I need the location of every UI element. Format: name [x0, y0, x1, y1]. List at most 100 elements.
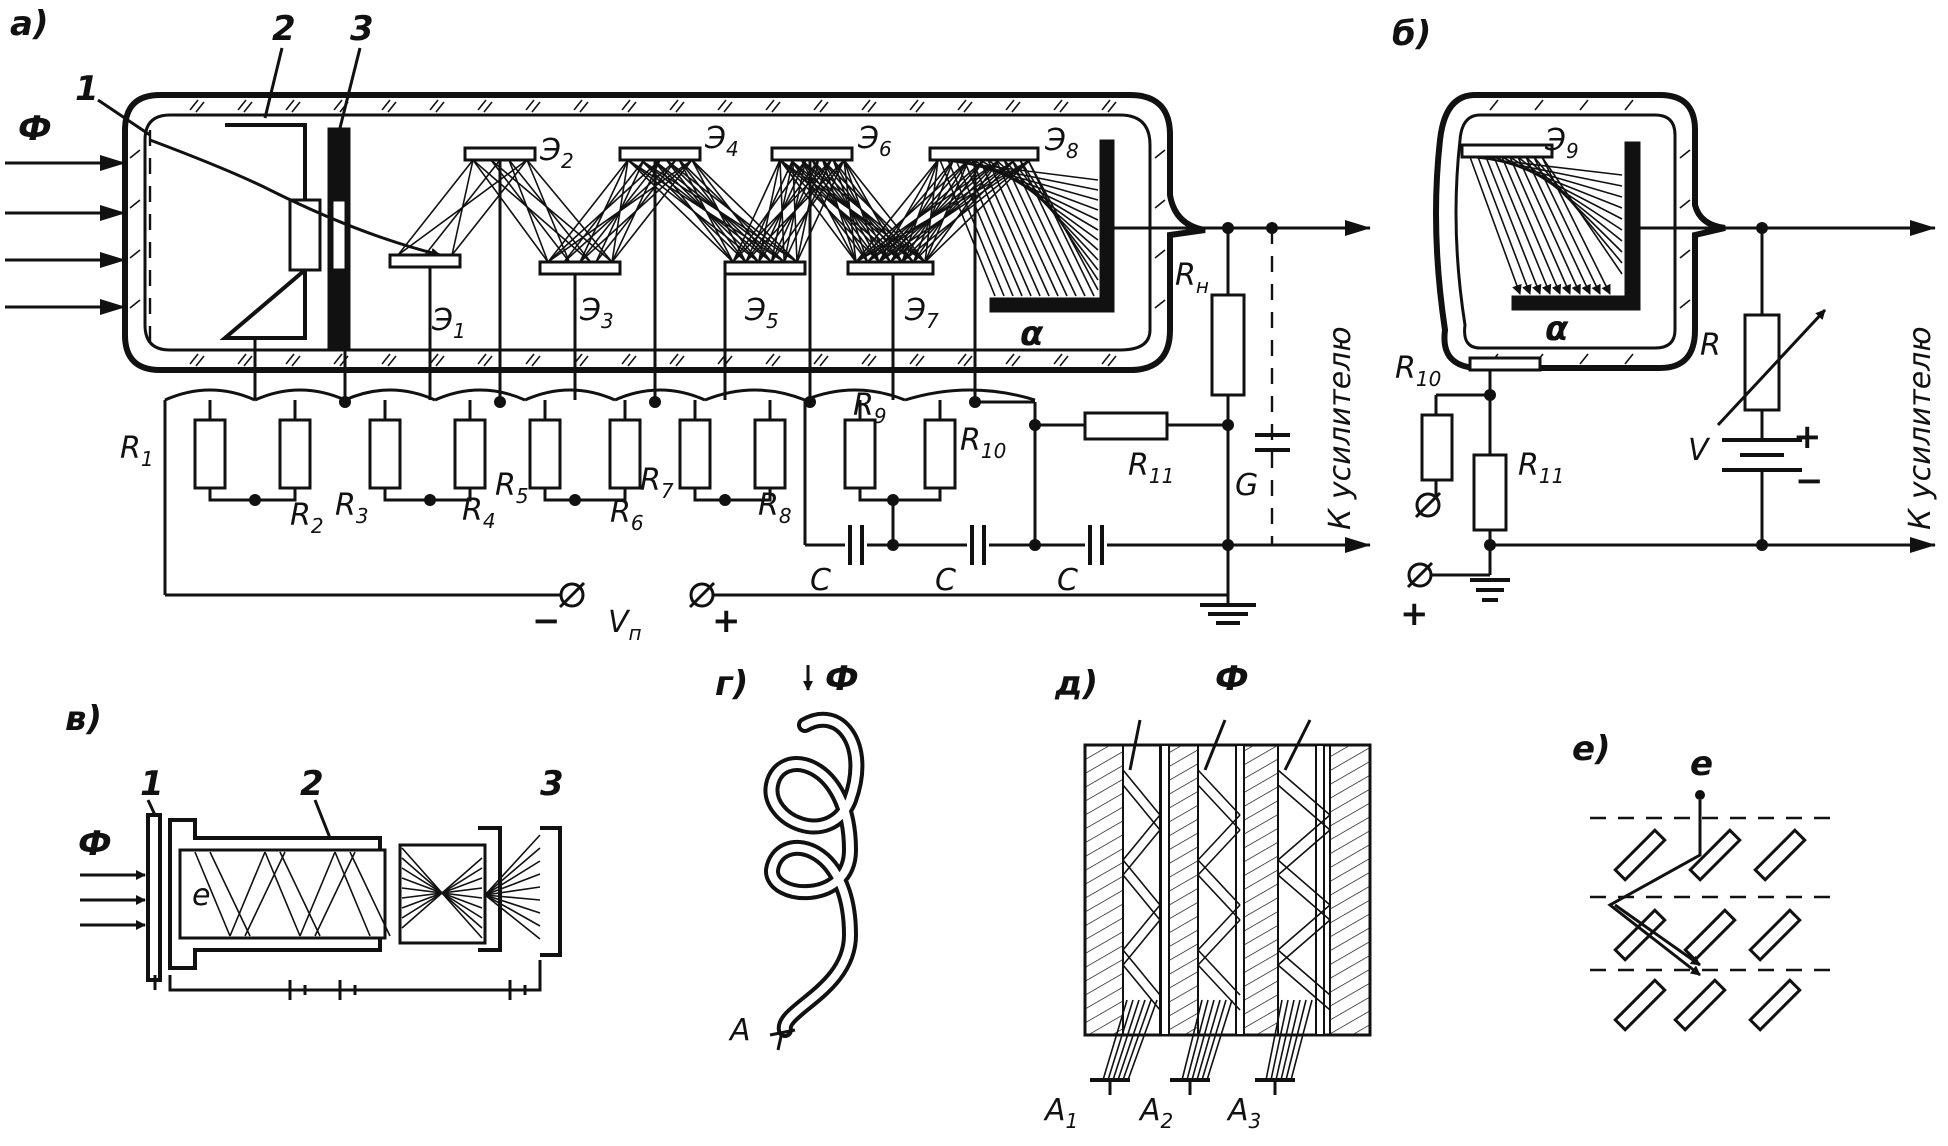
dynode-9	[1460, 143, 1554, 159]
panel-v: в) Ф 1 2 3 e	[65, 699, 564, 1000]
dynode-6	[770, 146, 854, 162]
resistor-3	[368, 418, 402, 490]
dynode-slat	[1683, 908, 1737, 962]
anode-label-d3: A3	[1226, 1093, 1261, 1133]
load-resistor-label: Rн	[1175, 258, 1209, 298]
v-minus-b: −	[1795, 461, 1824, 501]
dynode-slat	[1613, 828, 1667, 882]
supply-label: Vп	[608, 605, 642, 645]
panel-a-label: а)	[10, 4, 48, 44]
resistor-chain	[193, 396, 1037, 506]
component-2-label: 2	[272, 9, 296, 49]
capacitor-row: C C C	[803, 400, 1228, 598]
load-resistor	[1210, 293, 1246, 397]
n3-label-v: 3	[540, 764, 564, 804]
envelope-hatching	[129, 99, 1166, 367]
panel-b: б) Э9 α R V + − К усилителю R10	[1392, 14, 1938, 634]
panel-g-label: г)	[715, 664, 748, 704]
dynode-8	[928, 146, 1040, 162]
dynode-1	[388, 253, 462, 269]
electron-trajectory-a	[149, 138, 441, 258]
plate-stack	[1083, 743, 1372, 1037]
resistor-1	[193, 418, 227, 490]
r2-label: R2	[290, 498, 324, 538]
n1-label-v: 1	[140, 764, 164, 804]
dynode-slat	[1753, 828, 1807, 882]
variable-resistor	[1743, 313, 1781, 412]
r7-label: R7	[640, 463, 674, 503]
dynode-3	[538, 260, 622, 276]
r11-resistor	[1083, 411, 1169, 441]
electron-label-v: e	[192, 878, 210, 913]
panel-d-label: д)	[1054, 664, 1098, 704]
supply-minus: −	[532, 601, 561, 641]
anode-label-d1: A1	[1043, 1093, 1078, 1133]
anode-label-d2: A2	[1138, 1093, 1173, 1133]
dynode-slat	[1688, 828, 1742, 882]
r11-label-b: R11	[1518, 448, 1564, 488]
dynode-rays	[397, 159, 1099, 297]
anode-b	[1511, 141, 1641, 311]
v-plus-b: +	[1793, 417, 1822, 457]
dynode-slat	[1673, 978, 1727, 1032]
light-arrows-a	[5, 155, 126, 315]
resistor-labels: R1 R2 R3 R4 R5 R6 R7 R8 R9 R10 R11	[120, 388, 1174, 538]
dynode-2	[463, 146, 537, 162]
r5-label: R5	[495, 468, 529, 508]
dynode-4	[618, 146, 702, 162]
resistor-4	[453, 418, 487, 490]
resistor-8	[753, 418, 787, 490]
dynode-9-label: Э9	[1544, 123, 1579, 163]
dynode-leads	[164, 160, 1036, 402]
dynode-slat	[1613, 978, 1667, 1032]
r10-label-b: R10	[1395, 351, 1441, 391]
r-label-b: R	[1700, 328, 1721, 363]
component-3-label: 3	[350, 9, 374, 49]
cap-label-1: C	[810, 563, 831, 598]
r4-label: R4	[462, 493, 496, 533]
dynode-slat	[1613, 908, 1667, 962]
n2-label-v: 2	[300, 764, 324, 804]
anode-label-a: α	[1020, 314, 1044, 354]
focusing-electrode	[219, 123, 307, 340]
r11-label: R11	[1128, 448, 1174, 488]
panel-a: а) Ф 1 2 3 Э1 Э2	[5, 4, 1371, 645]
flux-label-v: Ф	[78, 824, 112, 864]
panel-d: д) Ф A1 A2 A3	[1043, 659, 1372, 1133]
v-label-b: V	[1688, 433, 1711, 468]
flux-label-d: Ф	[1215, 659, 1249, 699]
r9-label: R9	[853, 388, 887, 428]
window-v	[146, 813, 162, 982]
dynode-label-8: Э8	[1044, 123, 1079, 163]
dynode-slat	[1748, 978, 1802, 1032]
panel-g: г) Ф A	[715, 659, 865, 1051]
dynode-label-2: Э2	[539, 133, 574, 173]
r6-label: R6	[610, 495, 644, 535]
dynode-label-1: Э1	[431, 303, 466, 343]
flux-label-a: Ф	[18, 109, 52, 149]
r10-label: R10	[960, 423, 1006, 463]
resistor-10	[923, 418, 957, 490]
output-label-a: К усилителю	[1323, 326, 1358, 530]
r10-resistor-b	[1420, 413, 1454, 482]
supply-plus: +	[712, 601, 741, 641]
electron-path-e	[1607, 800, 1702, 977]
resistor-2	[278, 418, 312, 490]
dynode-slat	[1748, 908, 1802, 962]
electron-label-e: e	[1690, 744, 1713, 784]
dynode-label-7: Э7	[904, 293, 939, 333]
dynode-5	[723, 260, 807, 276]
tube-envelope	[122, 92, 1206, 373]
g-label: G	[1235, 468, 1258, 503]
tube-envelope-b	[1433, 92, 1726, 371]
resistor-9	[843, 418, 877, 490]
dynode-label-4: Э4	[704, 121, 739, 161]
panel-e-label: е)	[1572, 729, 1611, 769]
dynode-label-3: Э3	[579, 293, 614, 333]
r3-label: R3	[335, 488, 369, 528]
plus-bottom-b: +	[1400, 594, 1429, 634]
flux-label-g: Ф	[825, 659, 859, 699]
supply-line: − Vп +	[163, 400, 1228, 645]
tube-inner-wall-b	[1454, 113, 1677, 350]
